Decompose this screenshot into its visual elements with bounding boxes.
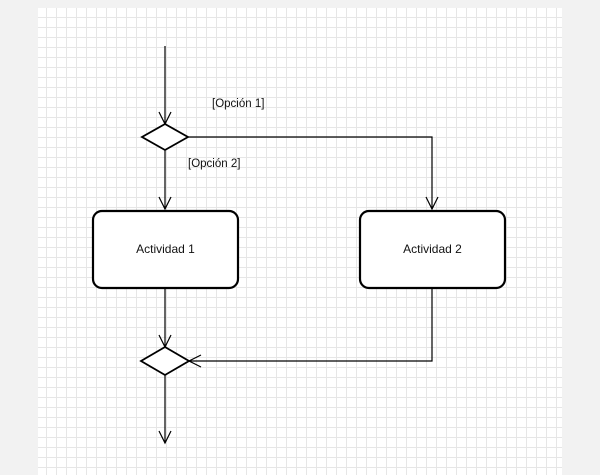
activity-2-label: Actividad 2 [403,242,462,256]
decision-node[interactable] [140,122,190,152]
option-2-flow-arrowhead [158,196,172,211]
outgoing-flow-arrowhead [158,430,172,445]
option-1-flow-edge[interactable] [188,136,433,209]
merge-node[interactable] [139,345,191,377]
activity-2-to-merge-edge[interactable] [189,288,433,362]
guard-option-2: [Opción 2] [188,158,240,170]
guard-option-1: [Opción 1] [212,98,264,110]
option-1-flow-arrowhead [425,196,439,211]
activity-1-label: Actividad 1 [136,242,195,256]
